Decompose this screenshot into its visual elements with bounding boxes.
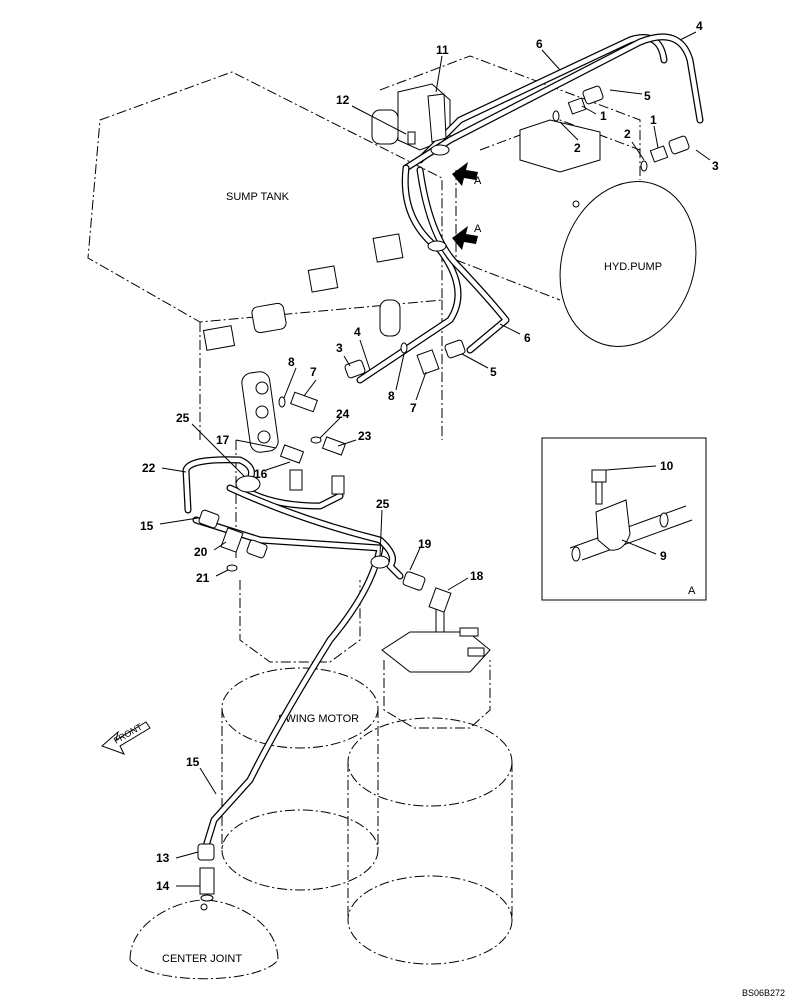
callout-21: 21	[196, 571, 210, 585]
callout-15-lower: 15	[186, 755, 200, 769]
callout-15-upper: 15	[140, 519, 154, 533]
callout-8-left: 8	[288, 355, 295, 369]
callout-6-lower: 6	[524, 331, 531, 345]
callout-25-lower: 25	[376, 497, 390, 511]
callout-10: 10	[660, 459, 674, 473]
callout-23: 23	[358, 429, 372, 443]
callout-4-upper: 4	[696, 19, 703, 33]
callout-6-upper: 6	[536, 37, 543, 51]
hyd-pump-label: HYD.PUMP	[604, 261, 662, 273]
front-arrow	[101, 721, 151, 755]
hose-15	[192, 516, 384, 850]
hose-19	[226, 484, 404, 580]
detail-view-a-box	[541, 437, 707, 601]
callout-8-right: 8	[388, 389, 395, 403]
callout-4-lower: 4	[354, 325, 361, 339]
callout-11: 11	[436, 43, 449, 57]
callout-22: 22	[142, 461, 156, 475]
detail-view-letter: A	[688, 585, 696, 597]
center-joint-label: CENTER JOINT	[162, 953, 242, 965]
bolt-12	[407, 131, 416, 145]
callout-18: 18	[470, 569, 484, 583]
view-a-label-upper: A	[474, 175, 482, 187]
view-a-label-lower: A	[474, 223, 482, 235]
leader-lines	[159, 31, 711, 887]
callout-7-left: 7	[310, 365, 317, 379]
callout-2-right: 2	[624, 127, 631, 141]
callout-5-lower: 5	[490, 365, 497, 379]
view-a-arrow-lower	[452, 226, 478, 250]
hose-6-lower	[416, 166, 510, 354]
callout-13: 13	[156, 851, 170, 865]
center-joint-outline	[129, 899, 279, 980]
callout-17: 17	[216, 433, 230, 447]
bracket-11	[427, 93, 447, 143]
callout-25-upper: 25	[176, 411, 190, 425]
callout-numbers: 11 12 6 4 5 1 2 2 1 3 8 7 3 4 8 7 6 5 25…	[140, 19, 719, 893]
front-label: FRONT	[112, 721, 144, 745]
callout-20: 20	[194, 545, 208, 559]
hyd-pump-outline	[371, 55, 697, 347]
fitting-14-adapter	[199, 867, 215, 895]
swing-motor-label: SWING MOTOR	[278, 713, 359, 725]
view-a-arrow-upper	[452, 162, 478, 186]
hose-22	[182, 456, 344, 514]
clamp-25-lower	[370, 555, 390, 569]
reference-code: BS06B272	[742, 988, 785, 998]
callout-14: 14	[156, 879, 170, 893]
callout-2-left: 2	[574, 141, 581, 155]
swing-motor-outline	[221, 580, 513, 965]
callout-9: 9	[660, 549, 667, 563]
callout-12: 12	[336, 93, 350, 107]
sump-tank-outline	[87, 71, 443, 560]
callout-1-left: 1	[600, 109, 607, 123]
clamp-25-upper	[235, 475, 261, 493]
clamp-a-upper	[427, 240, 447, 252]
fitting-13	[197, 843, 215, 861]
sump-tank-label: SUMP TANK	[226, 191, 290, 203]
callout-1-right: 1	[650, 113, 657, 127]
callout-3-lower: 3	[336, 341, 343, 355]
upper-fittings	[552, 85, 690, 172]
clamp-11	[430, 144, 450, 156]
callout-3-upper: 3	[712, 159, 719, 173]
hose-4-upper	[402, 33, 704, 172]
hose-4-lower	[356, 164, 462, 384]
callout-24: 24	[336, 407, 350, 421]
oring-14	[200, 894, 214, 902]
callout-5-upper: 5	[644, 89, 651, 103]
callout-19: 19	[418, 537, 432, 551]
callout-7-right: 7	[410, 401, 417, 415]
middle-fittings	[198, 339, 466, 613]
callout-16: 16	[254, 467, 268, 481]
